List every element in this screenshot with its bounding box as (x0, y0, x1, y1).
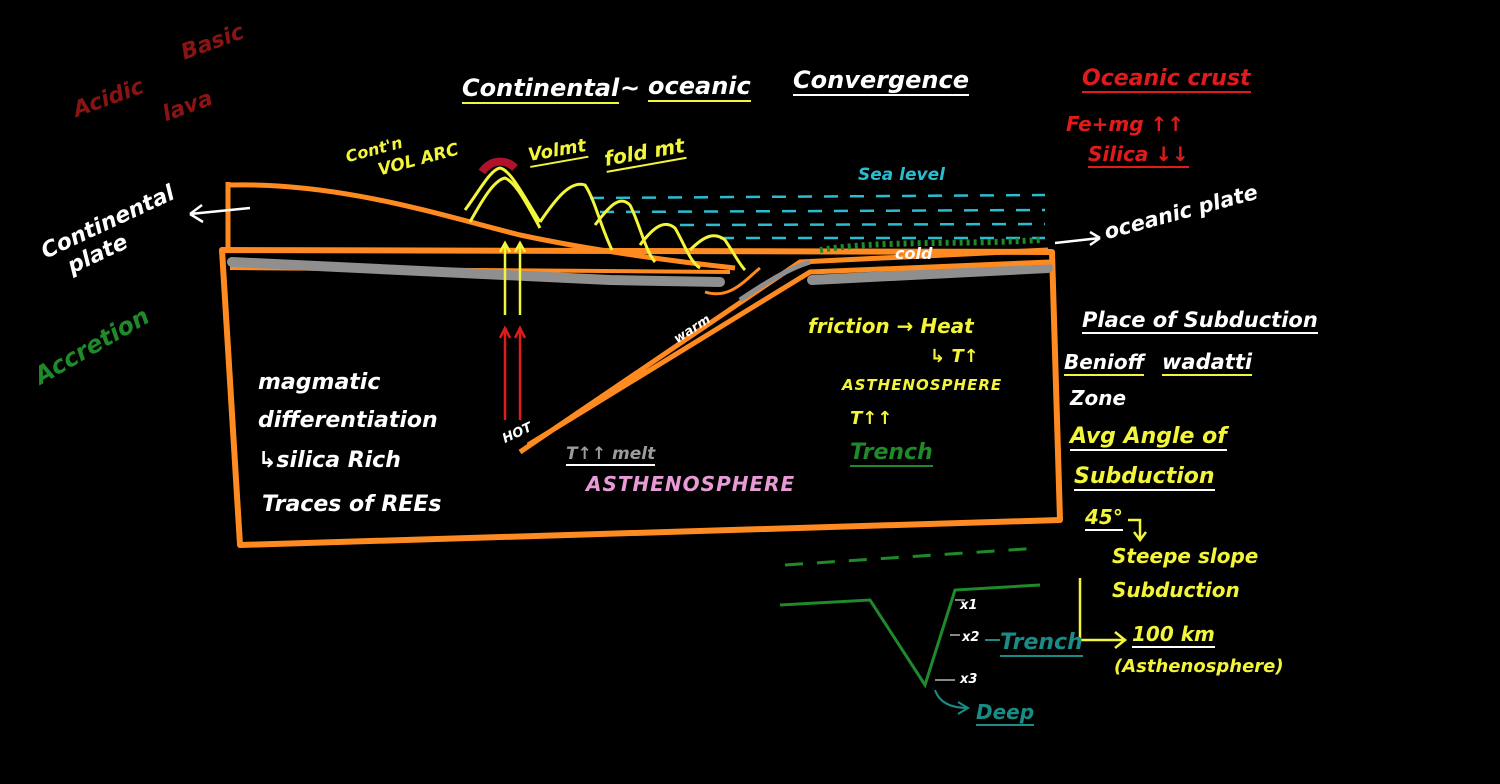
subducting-slab (518, 247, 1051, 455)
magma-arrows-red (498, 325, 527, 420)
wadatti-label: wadatti (1162, 350, 1253, 376)
oceanic-plate-arrow (1054, 230, 1101, 247)
trench-profile (779, 583, 1041, 689)
t-up-label: ↳ T↑ (930, 346, 979, 367)
title-part1: Continental (462, 74, 620, 104)
x3-label: x3 (960, 672, 978, 687)
steep-slope-label: Steepe slope (1112, 544, 1259, 568)
magmatic-label-4: Traces of REEs (262, 492, 442, 517)
trench-sketch-label: Trench (1000, 630, 1083, 657)
depth-value: 100 km (1132, 622, 1215, 648)
avg-angle-label: Avg Angle of (1070, 424, 1227, 451)
asthenosphere-right-label: ASTHENOSPHERE (842, 376, 1003, 394)
asthenosphere-label: ASTHENOSPHERE (586, 472, 796, 496)
x1-label: x1 (960, 598, 978, 613)
continental-wedge (225, 182, 736, 271)
crust-line (227, 257, 725, 287)
magmatic-label-1: magmatic (258, 370, 381, 395)
title-sep: ~ (620, 74, 641, 102)
trench-ocean-dashes (784, 546, 1041, 567)
friction-heat-label: friction → Heat (808, 314, 974, 338)
trench-label: Trench (850, 440, 933, 467)
fe-mg-label: Fe+mg ↑↑ (1066, 112, 1185, 136)
asthenosphere-paren-label: (Asthenosphere) (1114, 656, 1284, 677)
magmatic-label-2: differentiation (258, 408, 438, 433)
subduction2-label: Subduction (1112, 578, 1240, 602)
melt-label: T↑↑ melt (566, 444, 656, 466)
x2-label: x2 (962, 630, 980, 645)
place-of-subduction-label: Place of Subduction (1082, 308, 1318, 334)
oceanic-crust-label: Oceanic crust (1082, 66, 1251, 93)
title-part3: Convergence (793, 66, 969, 96)
magmatic-label-3: ↳silica Rich (258, 448, 401, 473)
continental-plate-arrow (189, 204, 251, 224)
mountains (463, 166, 747, 272)
benioff-label: Benioff (1064, 350, 1145, 376)
sea-level-label: Sea level (858, 165, 945, 185)
sea-level-dashes (589, 193, 1046, 240)
subduction-label: Subduction (1074, 464, 1215, 491)
deep-label: Deep (976, 700, 1035, 726)
silica-label: Silica ↓↓ (1088, 142, 1189, 168)
title-part2: oceanic (648, 72, 751, 102)
magma-arrows-yellow (498, 240, 527, 315)
t-up-up-label: T↑↑ (850, 408, 893, 429)
cold-label: cold (895, 244, 933, 263)
volcano-crater (478, 157, 518, 175)
continental-block-outline (219, 247, 1063, 548)
zone-label: Zone (1070, 386, 1127, 410)
angle-value: 45° (1085, 505, 1123, 531)
